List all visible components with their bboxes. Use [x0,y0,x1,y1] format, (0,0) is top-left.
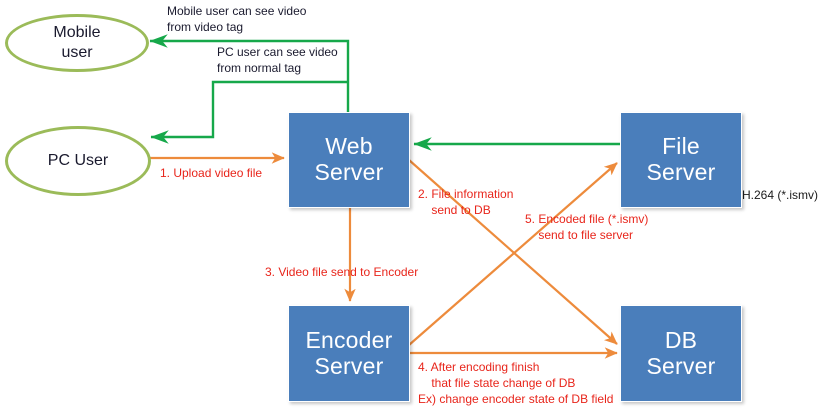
node-db-server-line1: DB [664,326,698,353]
label-step-5: 5. Encoded file (*.ismv) send to file se… [525,212,649,242]
node-file-server[interactable]: File Server [620,112,742,208]
actor-mobile-user-line2: user [61,44,93,61]
node-web-server-line2: Server [314,159,384,185]
label-codec-note: H.264 (*.ismv) [742,188,819,202]
node-encoder-server[interactable]: Encoder Server [288,305,410,402]
actor-mobile-user-line1: Mobile [53,23,101,41]
node-encoder-server-line2: Server [314,352,384,379]
node-web-server[interactable]: Web Server [288,112,410,208]
node-encoder-server-line1: Encoder [305,326,393,353]
label-step-1: 1. Upload video file [160,166,263,180]
node-db-server-line2: Server [646,352,716,379]
node-file-server-line1: File [662,133,700,160]
label-pc-note: PC user can see video from normal tag [217,45,338,75]
node-file-server-line2: Server [646,159,716,185]
node-db-server[interactable]: DB Server [620,305,742,402]
actor-mobile-user[interactable]: Mobile user [5,14,149,72]
label-step-2: 2. File information send to DB [418,187,514,217]
label-mobile-note: Mobile user can see video from video tag [167,4,307,34]
label-step-4: 4. After encoding finish that file state… [418,360,614,406]
actor-pc-user-line1: PC User [47,151,109,169]
actor-pc-user[interactable]: PC User [5,126,151,196]
label-step-3: 3. Video file send to Encoder [265,265,419,279]
node-web-server-line1: Web [325,133,373,160]
